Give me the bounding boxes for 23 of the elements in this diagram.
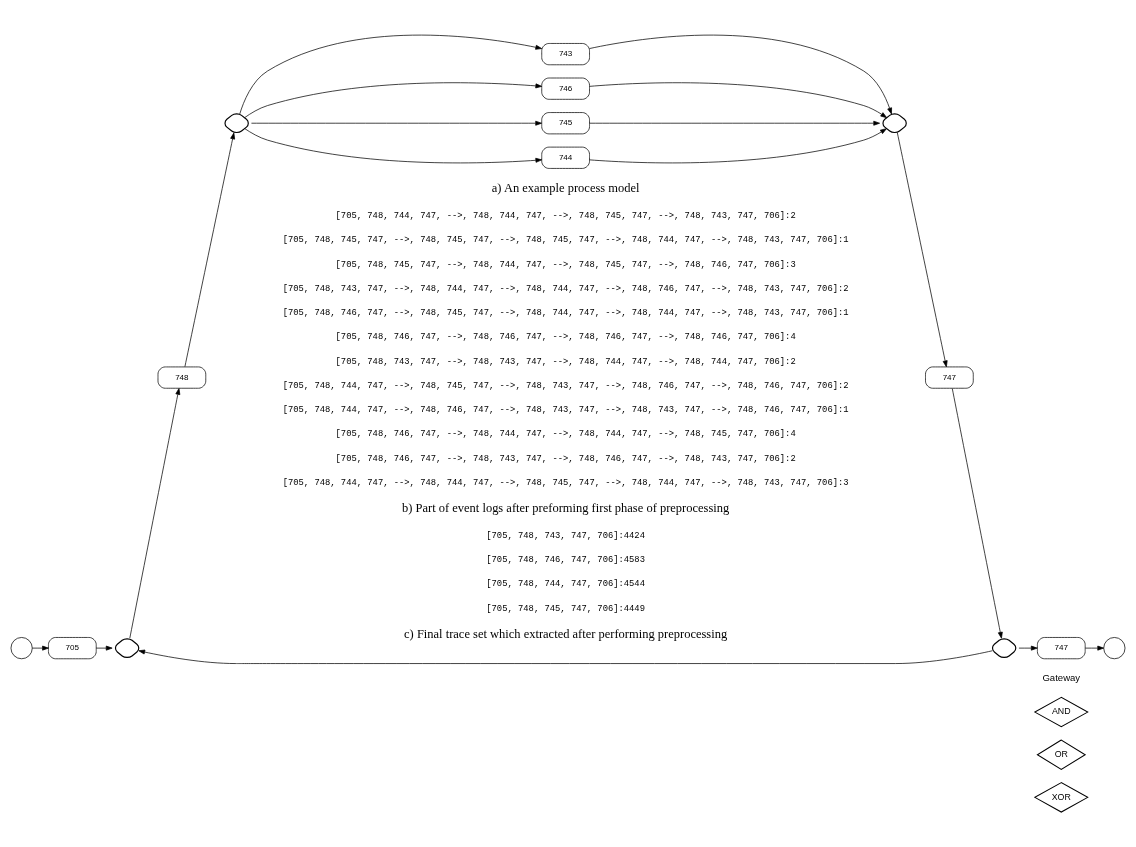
label: [705, 748, 746, 747, -->, 748, 746, 747, -->, 748, 746, 747, -->, 748, 746, 747, 706]:4 <box>335 332 796 343</box>
label: [705, 748, 743, 747, -->, 748, 744, 747, -->, 748, 744, 747, -->, 748, 746, 747, -->, 748, 743, 747, 706]:2 <box>282 283 849 294</box>
label: [705, 748, 746, 747, 706]:4583 <box>486 555 645 566</box>
label: [705, 748, 743, 747, -->, 748, 743, 747, -->, 748, 744, 747, -->, 748, 744, 747, 706]:2 <box>335 356 796 367</box>
label: [705, 748, 745, 747, -->, 748, 745, 747, -->, 748, 745, 747, -->, 748, 744, 747, -->, 748, 743, 747, 706]:1 <box>282 235 849 246</box>
label: c) Final trace set which extracted after performing preprocessing <box>404 626 728 641</box>
label: Gateway <box>1042 671 1081 683</box>
label: a) An example process model <box>491 181 640 196</box>
legend-label: AND <box>1051 706 1071 717</box>
label: [705, 748, 745, 747, -->, 748, 744, 747, -->, 748, 745, 747, -->, 748, 746, 747, 706]:3 <box>335 259 796 270</box>
label: [705, 748, 746, 747, -->, 748, 743, 747, -->, 748, 746, 747, -->, 748, 743, 747, 706]:2 <box>335 453 796 464</box>
label: [705, 748, 744, 747, -->, 748, 744, 747, -->, 748, 745, 747, -->, 748, 743, 747, 706]:2 <box>335 211 796 222</box>
label: [705, 748, 744, 747, -->, 748, 744, 747, -->, 748, 745, 747, -->, 748, 744, 747, -->, 748, 743, 747, 706]:3 <box>282 477 849 488</box>
label: [705, 748, 746, 747, -->, 748, 744, 747, -->, 748, 744, 747, -->, 748, 745, 747, 706]:4 <box>335 429 796 440</box>
label: [705, 748, 744, 747, -->, 748, 746, 747, -->, 748, 743, 747, -->, 748, 743, 747, -->, 748, 746, 747, 706]:1 <box>282 405 849 416</box>
legend-label: OR <box>1054 749 1068 759</box>
label: [705, 748, 744, 747, -->, 748, 745, 747, -->, 748, 743, 747, -->, 748, 746, 747, -->, 748, 746, 747, 706]:2 <box>282 380 849 391</box>
label: [705, 748, 744, 747, 706]:4544 <box>486 579 645 590</box>
label: [705, 748, 746, 747, -->, 748, 745, 747, -->, 748, 744, 747, -->, 748, 744, 747, -->, 748, 743, 747, 706]:1 <box>282 308 849 319</box>
label: [705, 748, 743, 747, 706]:4424 <box>486 530 645 541</box>
label: b) Part of event logs after preforming first phase of preprocessing <box>402 501 730 516</box>
label: [705, 748, 745, 747, 706]:4449 <box>486 603 645 614</box>
legend-label: XOR <box>1051 791 1071 802</box>
